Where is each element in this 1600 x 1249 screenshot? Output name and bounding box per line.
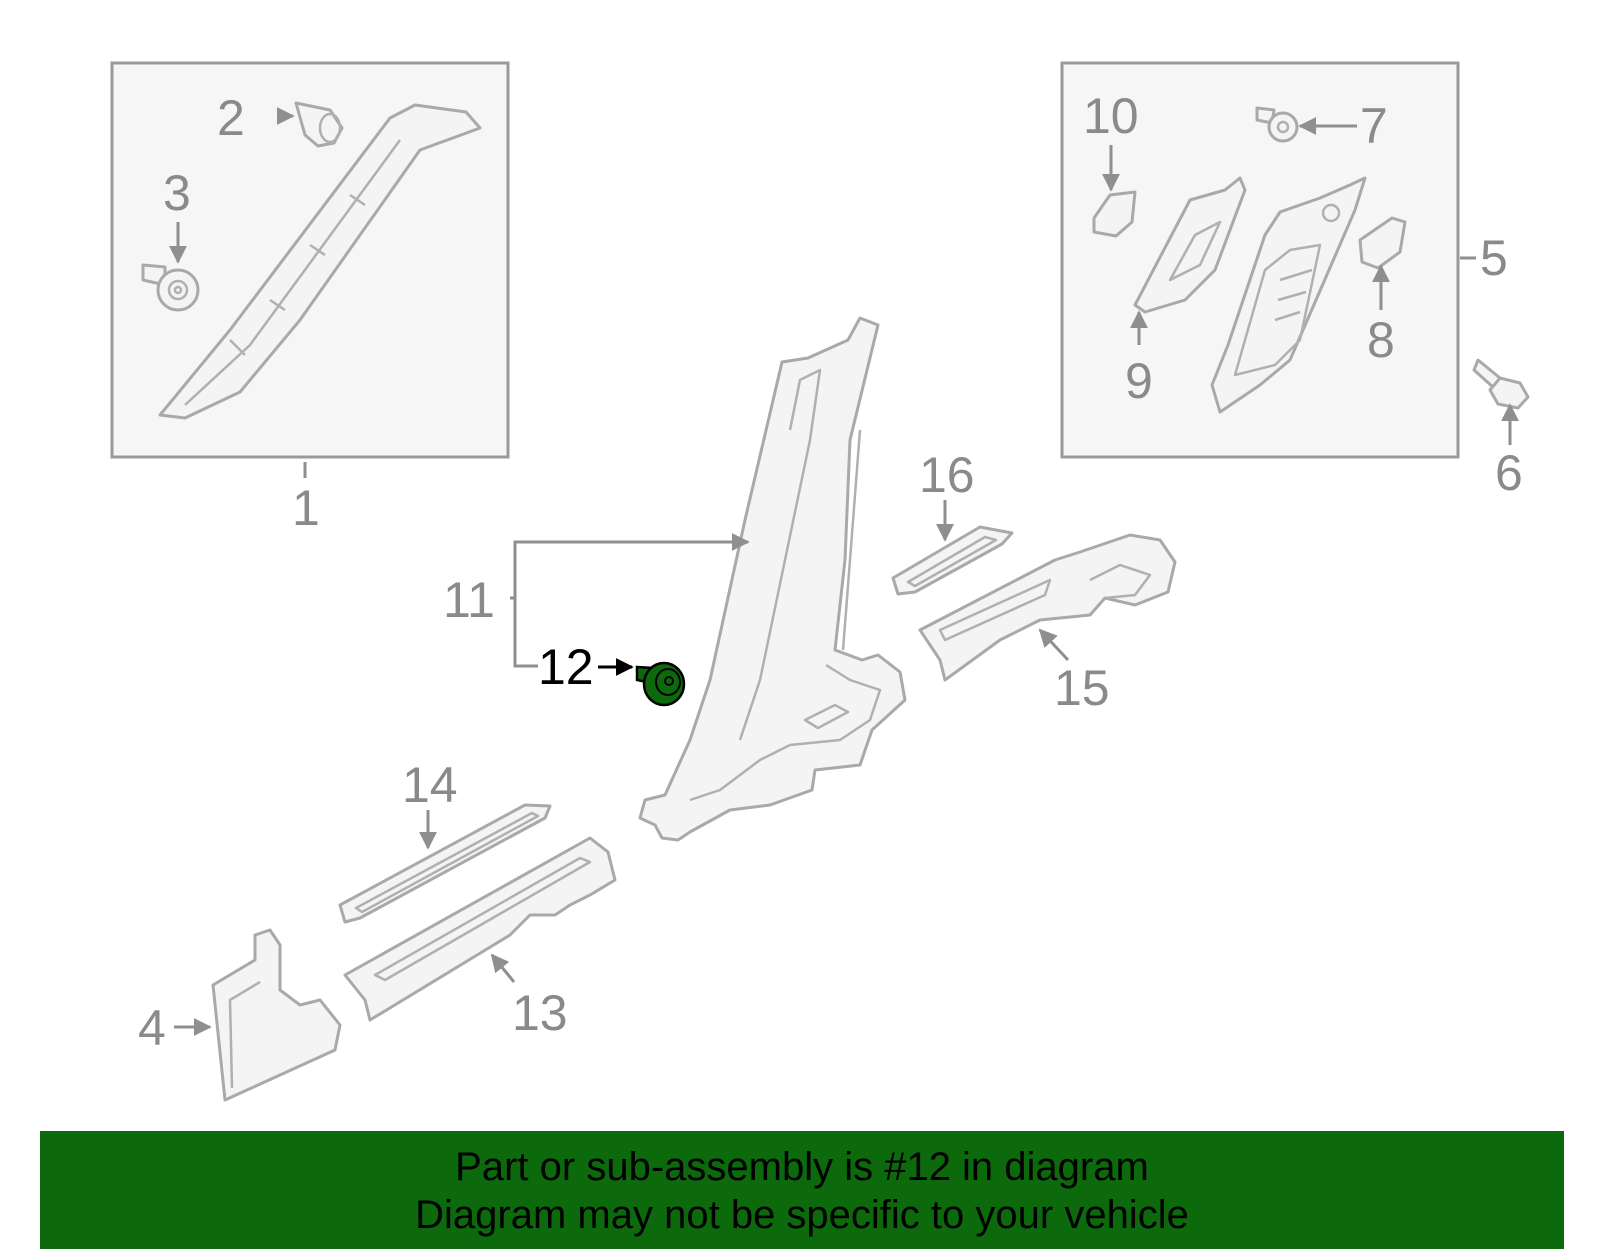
callout-2: 2 bbox=[217, 90, 245, 146]
callout-10: 10 bbox=[1083, 88, 1139, 144]
callout-16: 16 bbox=[919, 447, 975, 503]
callout-8: 8 bbox=[1367, 312, 1395, 368]
clip-part-3 bbox=[141, 263, 200, 312]
banner-line-part-number: Part or sub-assembly is #12 in diagram bbox=[455, 1145, 1149, 1189]
callout-4: 4 bbox=[138, 1000, 166, 1056]
callout-7: 7 bbox=[1360, 98, 1388, 154]
callout-11: 11 bbox=[443, 572, 495, 628]
callout-15: 15 bbox=[1054, 660, 1110, 716]
leader-lines bbox=[169, 107, 1519, 1036]
callout-13: 13 bbox=[512, 985, 568, 1041]
clip-part-2 bbox=[294, 101, 344, 148]
scuff-plate-part-14 bbox=[338, 803, 552, 924]
callout-14: 14 bbox=[402, 757, 458, 813]
callout-labels: 1 2 3 4 5 6 7 8 9 10 11 12 13 14 15 16 bbox=[138, 88, 1523, 1056]
callout-6: 6 bbox=[1495, 445, 1523, 501]
sill-trim-part-15 bbox=[918, 533, 1177, 682]
callout-9: 9 bbox=[1125, 353, 1153, 409]
sill-trim-part-13 bbox=[343, 836, 617, 1022]
callout-5: 5 bbox=[1480, 230, 1508, 286]
info-banner: Part or sub-assembly is #12 in diagram D… bbox=[40, 1131, 1564, 1249]
kick-panel-part-4 bbox=[211, 928, 342, 1102]
subassembly-box-5 bbox=[1060, 61, 1460, 459]
clip-part-12 bbox=[635, 661, 686, 707]
callout-12: 12 bbox=[538, 639, 594, 695]
pillar-trim-part-11 bbox=[638, 316, 907, 842]
scuff-plate-part-16 bbox=[891, 525, 1014, 596]
screw-part-7 bbox=[1255, 106, 1299, 143]
callout-3: 3 bbox=[163, 165, 191, 221]
bolt-part-6 bbox=[1472, 358, 1530, 410]
callout-1: 1 bbox=[292, 480, 320, 536]
banner-line-disclaimer: Diagram may not be specific to your vehi… bbox=[415, 1193, 1189, 1237]
